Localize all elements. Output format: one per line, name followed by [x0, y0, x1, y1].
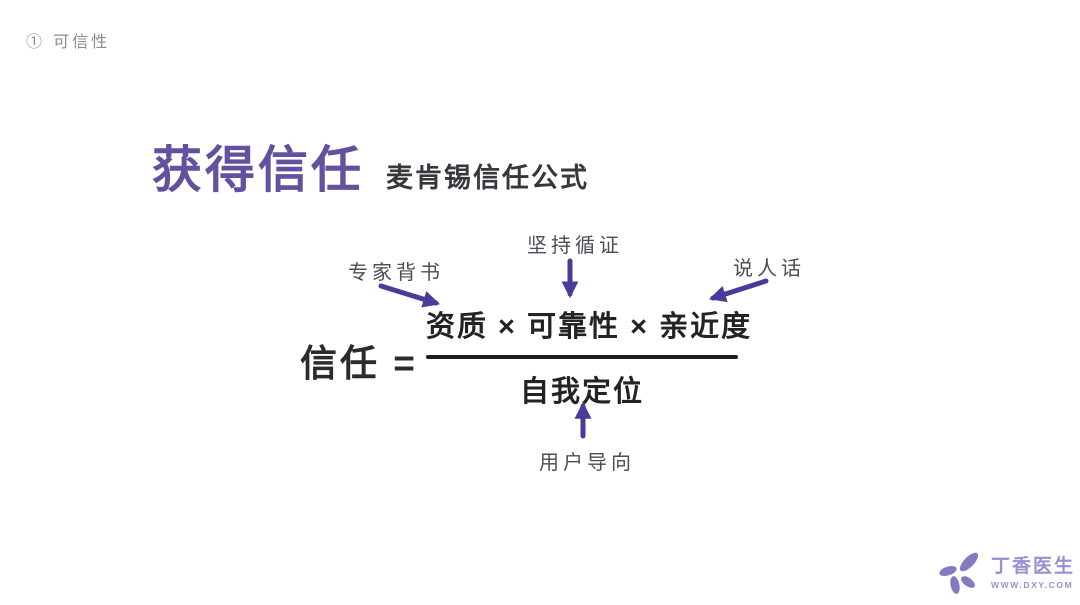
annotation-plain-language: 说人话	[733, 256, 805, 280]
brand-logo-text: 丁香医生 WWW.DXY.COM	[991, 556, 1076, 591]
brand-url: WWW.DXY.COM	[991, 580, 1074, 591]
brand-name: 丁香医生	[991, 556, 1076, 578]
formula-denominator: 自我定位	[519, 376, 644, 408]
title-block: 获得信任 麦肯锡信任公式	[152, 130, 589, 202]
annotation-expert-endorsement: 专家背书	[348, 260, 444, 284]
annotation-user-oriented: 用户导向	[539, 450, 635, 474]
annotation-evidence-based: 坚持循证	[527, 233, 623, 257]
page-subtitle: 麦肯锡信任公式	[386, 163, 589, 194]
arrow-expert-endorsement-icon	[378, 283, 441, 308]
formula-numerator: 资质 × 可靠性 × 亲近度	[426, 311, 753, 343]
formula-fraction: 资质 × 可靠性 × 亲近度 自我定位	[426, 303, 753, 410]
page-title: 获得信任	[152, 142, 364, 198]
section-label: ① 可信性	[26, 32, 111, 51]
brand-logo: 丁香医生 WWW.DXY.COM	[938, 552, 1075, 596]
fraction-bar	[426, 355, 738, 359]
arrow-plain-language-icon	[708, 278, 769, 303]
clover-flower-icon	[939, 552, 979, 594]
formula-lhs: 信任 =	[300, 343, 418, 384]
